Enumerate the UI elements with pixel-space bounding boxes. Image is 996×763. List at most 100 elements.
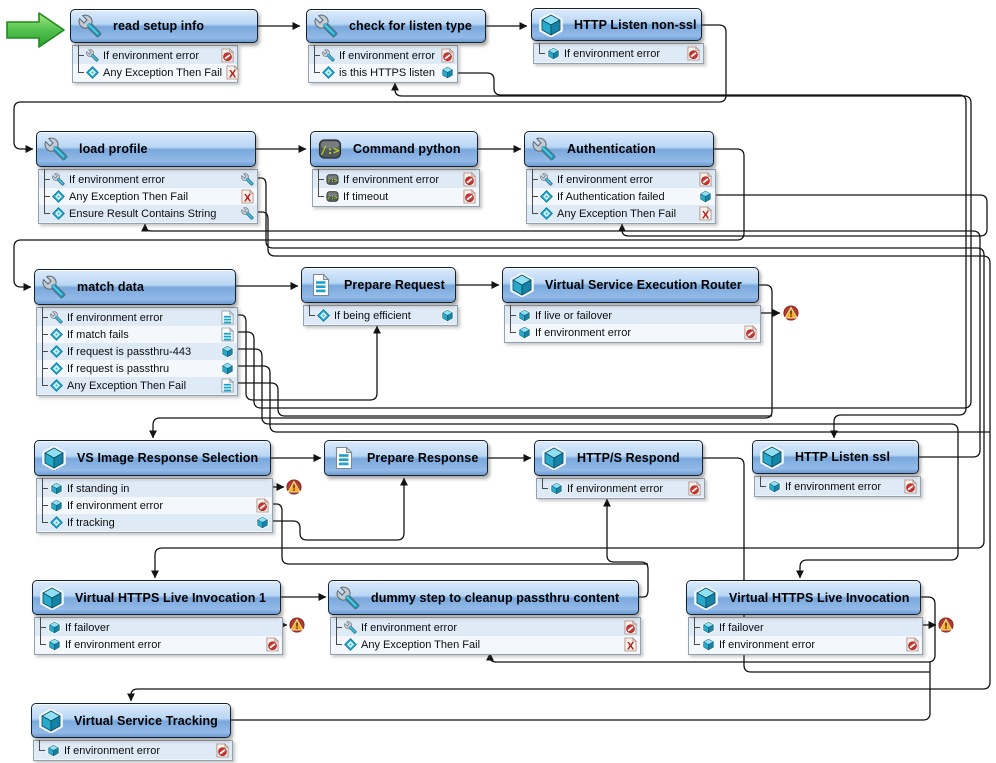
step-title: VS Image Response Selection [77, 451, 259, 465]
step-title: read setup info [113, 19, 205, 33]
tree-elbow [505, 322, 518, 341]
step-panel-http-listen-non-ssl: If environment error [533, 43, 704, 64]
assertion-row[interactable]: /:>If environment error [313, 169, 479, 188]
assertion-row[interactable]: If being efficient [304, 305, 457, 324]
assertion-row[interactable]: Ensure Result Contains String [39, 203, 257, 222]
assertion-label: If live or failover [535, 309, 613, 322]
tree-elbow [304, 305, 317, 324]
connector-line [141, 223, 981, 458]
step-title: Command python [353, 142, 461, 156]
step-prepare-request[interactable]: Prepare Request [301, 267, 456, 303]
cube-icon [550, 482, 563, 495]
warning-icon[interactable] [286, 479, 302, 495]
tree-elbow [689, 617, 702, 636]
assertion-row[interactable]: If standing in [37, 478, 272, 497]
assertion-row[interactable]: If environment error [537, 478, 704, 497]
document-badge-icon [217, 327, 234, 342]
assertion-row[interactable]: If environment error [309, 45, 457, 64]
step-http-listen-non-ssl[interactable]: HTTP Listen non-ssl [531, 8, 702, 41]
tree-elbow [331, 617, 344, 636]
assertion-row[interactable]: If environment error [689, 634, 922, 653]
step-authentication[interactable]: Authentication [524, 131, 714, 167]
step-title: check for listen type [349, 19, 472, 33]
tree-elbow [34, 740, 47, 759]
assertion-row[interactable]: If environment error [527, 169, 715, 188]
assertion-row[interactable]: If environment error [39, 169, 257, 188]
assertion-row[interactable]: If environment error [331, 617, 640, 636]
assertion-row[interactable]: If failover [689, 617, 922, 636]
step-title: Prepare Request [344, 278, 445, 292]
wrench-icon [86, 49, 99, 62]
cube-icon [542, 446, 566, 470]
step-command-python[interactable]: /:>Command python [310, 131, 478, 167]
step-panel-prepare-request: If being efficient [303, 305, 458, 326]
assertion-row[interactable]: If failover [35, 617, 282, 636]
assertion-row[interactable]: /:>If timeout [313, 186, 479, 205]
assertion-row[interactable]: If live or failover [505, 305, 760, 324]
step-vs-image-response-selection[interactable]: VS Image Response Selection [34, 440, 271, 476]
step-prepare-response[interactable]: Prepare Response [324, 440, 488, 476]
connector-line [271, 477, 408, 541]
tree-elbow [309, 45, 322, 64]
cube-badge-icon [695, 190, 712, 203]
wrench-icon [344, 621, 357, 634]
assertion-row[interactable]: If environment error [37, 495, 272, 514]
step-load-profile[interactable]: load profile [36, 131, 256, 167]
assertion-row[interactable]: If environment error [34, 740, 232, 759]
connector-line [13, 148, 745, 291]
assertion-row[interactable]: If environment error [755, 476, 920, 495]
svg-text:/:>: /:> [327, 195, 338, 201]
diamond-icon [540, 207, 553, 220]
step-read-setup-info[interactable]: read setup info [70, 9, 258, 43]
step-dummy-step-to-cleanup-passthru-content[interactable]: dummy step to cleanup passthru content [328, 580, 639, 615]
cube-badge-icon [217, 362, 234, 375]
assertion-row[interactable]: If match fails [37, 324, 237, 343]
assertion-row[interactable]: is this HTTPS listen [309, 62, 457, 81]
assertion-label: If environment error [535, 326, 631, 339]
step-virtual-https-live-invocation-1[interactable]: Virtual HTTPS Live Invocation 1 [32, 580, 281, 615]
svg-text:X: X [244, 193, 252, 204]
assertion-row[interactable]: If tracking [37, 512, 272, 531]
no-entry-badge-icon [902, 637, 919, 652]
step-virtual-https-live-invocation[interactable]: Virtual HTTPS Live Invocation [686, 580, 921, 615]
step-virtual-service-execution-router[interactable]: Virtual Service Execution Router [502, 267, 759, 303]
assertion-label: If request is passthru-443 [67, 345, 192, 358]
connector-line [618, 194, 988, 237]
assertion-label: If failover [719, 621, 764, 634]
connector-line [603, 498, 649, 598]
step-panel-command-python: /:>If environment error/:>If timeout [312, 169, 480, 207]
warning-icon[interactable] [938, 617, 954, 633]
document-icon [332, 446, 356, 470]
assertion-row[interactable]: Any Exception Then Fail [37, 375, 237, 394]
assertion-row[interactable]: If environment error [73, 45, 237, 64]
tree-elbow [527, 186, 540, 205]
assertion-row[interactable]: If request is passthru-443 [37, 341, 237, 360]
cube-icon [39, 708, 63, 733]
red-x-badge-icon: X [237, 189, 254, 204]
diamond-icon [50, 379, 63, 392]
assertion-row[interactable]: If request is passthru [37, 358, 237, 377]
document-icon [309, 273, 333, 297]
assertion-row[interactable]: If environment error [37, 307, 237, 326]
step-match-data[interactable]: match data [34, 269, 236, 305]
assertion-row[interactable]: If environment error [505, 322, 760, 341]
assertion-row[interactable]: If Authentication failed [527, 186, 715, 205]
svg-text:X: X [229, 69, 237, 80]
step-virtual-service-tracking[interactable]: Virtual Service Tracking [31, 703, 231, 738]
assertion-row[interactable]: If environment error [35, 634, 282, 653]
step-http-listen-ssl[interactable]: HTTP Listen ssl [752, 440, 919, 474]
warning-icon[interactable] [289, 617, 305, 633]
warning-icon[interactable] [783, 305, 799, 321]
step-https-respond[interactable]: HTTP/S Respond [534, 440, 703, 476]
connector-line [127, 211, 991, 702]
step-check-for-listen-type[interactable]: check for listen type [306, 9, 486, 43]
tree-elbow [39, 169, 52, 188]
assertion-row[interactable]: If environment error [534, 43, 703, 62]
